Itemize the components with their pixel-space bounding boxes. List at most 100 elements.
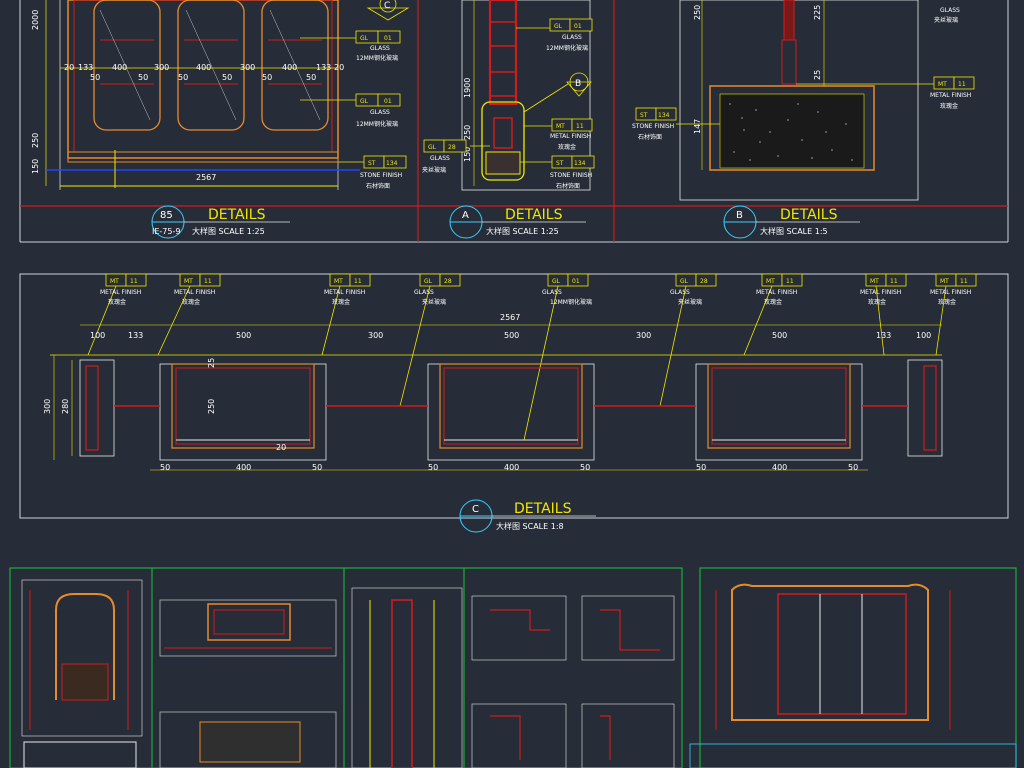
svg-text:GLASS: GLASS [370,45,390,52]
thumb-sheet-3 [343,567,465,768]
tag-label-en: GLASS [414,289,434,296]
svg-text:METAL FINISH: METAL FINISH [930,92,971,99]
svg-text:01: 01 [384,35,392,42]
tag-label-cn: 玫瑰金 [182,298,200,306]
svg-text:METAL FINISH: METAL FINISH [550,133,591,140]
tag-label-cn: 夹丝玻璃 [422,298,446,306]
panel-c-bottom-dims: 50 400 50 50 400 50 50 400 50 [160,463,858,472]
svg-text:400: 400 [112,63,127,72]
svg-text:11: 11 [958,81,966,88]
svg-text:大样图 SCALE 1:5: 大样图 SCALE 1:5 [760,226,828,236]
svg-text:300: 300 [43,399,52,414]
svg-text:134: 134 [574,160,586,167]
svg-text:GLASS: GLASS [562,34,582,41]
svg-text:STONE FINISH: STONE FINISH [360,172,402,179]
svg-text:20: 20 [64,63,74,72]
stone-speckle-fill [729,103,853,161]
svg-text:500: 500 [236,331,251,340]
svg-text:300: 300 [636,331,651,340]
panel-b-section: 250 225 25 147 GLASS 夹丝玻璃 MT 11 METAL FI… [632,0,975,239]
svg-text:133: 133 [128,331,143,340]
tag-label-en: METAL FINISH [324,289,365,296]
tag-b-metal: MT 11 METAL FINISH 玫瑰金 [796,76,975,110]
svg-text:300: 300 [240,63,255,72]
svg-text:100: 100 [90,331,105,340]
svg-text:20: 20 [334,63,344,72]
svg-text:400: 400 [196,63,211,72]
tag-label-en: GLASS [542,289,562,296]
tag-85-glass-top: GL 01 GLASS 12MM钢化玻璃 [300,30,401,62]
thumb-sheet-2 [151,567,345,768]
svg-text:225: 225 [813,5,822,20]
svg-text:C: C [384,1,390,11]
svg-text:28: 28 [448,144,456,151]
svg-text:A: A [462,210,469,221]
svg-text:大样图 SCALE 1:25: 大样图 SCALE 1:25 [192,226,265,236]
svg-text:134: 134 [658,112,670,119]
svg-text:夹丝玻璃: 夹丝玻璃 [934,16,958,24]
tag-a-glass-top: GL 01 GLASS 12MM钢化玻璃 [516,18,593,52]
svg-text:GL: GL [360,35,369,42]
svg-text:11: 11 [576,123,584,130]
svg-text:STONE FINISH: STONE FINISH [632,123,674,130]
svg-text:GLASS: GLASS [370,109,390,116]
thumbnail-sheets [9,567,1017,768]
svg-text:MT: MT [938,81,947,88]
svg-text:DETAILS: DETAILS [208,207,266,223]
panel-c-overall-dim: 2567 [500,313,520,322]
svg-text:MT: MT [556,123,565,130]
svg-text:150: 150 [31,159,40,174]
svg-text:50: 50 [428,463,438,472]
tag-code: MT [940,278,949,285]
svg-text:GL: GL [428,144,437,151]
tag-number: 11 [130,278,138,285]
svg-text:B: B [736,210,743,221]
tag-b-stone: ST 134 STONE FINISH 石材饰面 [632,107,720,141]
tag-label-cn: 玫瑰金 [332,298,350,306]
tag-85-stone: ST 134 STONE FINISH 石材饰面 [338,155,407,190]
tag-label-cn: 玫瑰金 [764,298,782,306]
svg-text:50: 50 [580,463,590,472]
tag-code: MT [870,278,879,285]
svg-text:134: 134 [386,160,398,167]
tag-number: 11 [786,278,794,285]
svg-text:ST: ST [368,160,376,167]
tag-code: MT [110,278,119,285]
svg-text:B: B [575,79,581,89]
svg-text:25: 25 [813,70,822,80]
svg-text:400: 400 [504,463,519,472]
svg-text:玫瑰金: 玫瑰金 [558,143,576,151]
thumb-sheet-4 [463,567,683,768]
svg-text:GLASS: GLASS [940,7,960,14]
svg-text:133: 133 [316,63,331,72]
svg-text:50: 50 [262,73,272,82]
svg-text:100: 100 [916,331,931,340]
svg-text:1900: 1900 [463,78,472,98]
svg-text:12MM钢化玻璃: 12MM钢化玻璃 [546,44,588,52]
svg-text:25: 25 [207,358,216,368]
tag-code: GL [552,278,561,285]
svg-text:12MM钢化玻璃: 12MM钢化玻璃 [356,120,398,128]
tag-code: GL [424,278,433,285]
panel-c-bay-2 [427,363,595,461]
svg-text:50: 50 [160,463,170,472]
tag-b-glass: GLASS 夹丝玻璃 [934,7,960,24]
panel-c-bay-3 [695,363,863,461]
svg-text:C: C [472,504,479,515]
tag-code: MT [334,278,343,285]
panel-a-section: 1900 250 150 B GL 01 GLASS 12MM钢化玻璃 GL 2… [422,0,595,239]
panel-85-bottom-dim: 2567 [196,173,216,182]
tag-a-metal: MT 11 METAL FINISH 玫瑰金 [524,118,593,151]
panel-c-bay-1 [159,363,327,461]
svg-text:GL: GL [360,98,369,105]
tag-label-en: METAL FINISH [860,289,901,296]
svg-text:85: 85 [160,210,173,221]
tag-number: 11 [354,278,362,285]
svg-text:石材饰面: 石材饰面 [638,133,662,141]
